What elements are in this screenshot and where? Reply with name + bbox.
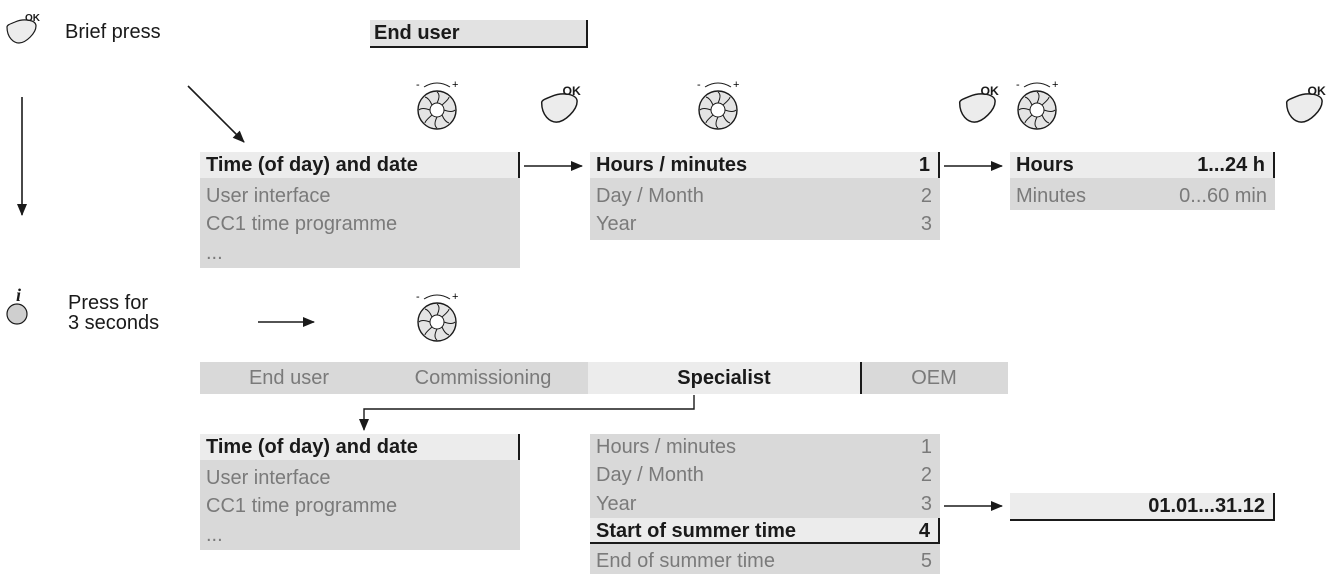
hours-range: 1...24 h: [1197, 154, 1265, 176]
svg-text:-: -: [697, 79, 701, 91]
submenu-item-number: 2: [920, 464, 932, 486]
menu-item-user-interface[interactable]: User interface: [206, 185, 331, 207]
submenu-item-end-summer-time[interactable]: End of summer time 5: [590, 548, 940, 574]
submenu-item-number: 3: [920, 493, 932, 515]
menu-item-cc1-programme[interactable]: CC1 time programme: [206, 213, 398, 235]
tab-oem[interactable]: OEM: [911, 367, 957, 389]
menu-item-more[interactable]: ...: [206, 524, 223, 546]
svg-text:+: +: [452, 291, 458, 303]
minutes-range: 0...60 min: [1179, 185, 1267, 207]
info-key-text: i: [16, 286, 21, 305]
svg-text:OK: OK: [1307, 84, 1326, 98]
submenu-item-number: 1: [920, 436, 932, 458]
submenu-item-number: 5: [920, 550, 932, 572]
submenu-item-label: Year: [596, 493, 637, 515]
submenu-item-hours-minutes[interactable]: Hours / minutes 1: [590, 152, 940, 178]
tab-specialist[interactable]: Specialist: [588, 362, 862, 394]
top-submenu: Hours / minutes 1 Day / Month 2 Year 3: [590, 152, 940, 240]
submenu-item-label: Hours / minutes: [596, 154, 748, 176]
bottom-submenu: Hours / minutes 1 Day / Month 2 Year 3 S…: [590, 434, 940, 574]
ok-button-icon: OK: [1285, 84, 1326, 123]
menu-item-more[interactable]: ...: [206, 242, 223, 264]
minutes-label: Minutes: [1016, 185, 1087, 207]
submenu-item-label: Year: [596, 213, 637, 235]
submenu-item-label: End of summer time: [596, 550, 775, 572]
diagonal-arrow: [187, 85, 245, 143]
tab-commissioning[interactable]: Commissioning: [414, 367, 552, 389]
submenu-item-number: 1: [918, 154, 930, 176]
svg-text:-: -: [416, 79, 420, 91]
hours-minutes-setting: Hours 1...24 h Minutes 0...60 min: [1010, 152, 1275, 210]
submenu-item-label: Start of summer time: [596, 520, 797, 542]
end-user-header: End user: [370, 20, 588, 48]
submenu-item-hours-minutes[interactable]: Hours / minutes 1: [590, 434, 940, 460]
submenu-item-day-month[interactable]: Day / Month 2: [590, 183, 940, 209]
setting-hours-row[interactable]: Hours 1...24 h: [1010, 152, 1275, 178]
submenu-item-number: 4: [918, 520, 930, 542]
svg-text:+: +: [733, 79, 739, 91]
submenu-item-label: Day / Month: [596, 185, 704, 207]
submenu-item-start-summer-time[interactable]: Start of summer time 4: [590, 518, 940, 544]
svg-text:+: +: [1052, 79, 1058, 91]
ok-button-icon: OK: [540, 84, 581, 123]
info-button-icon: i: [6, 286, 28, 325]
tab-end-user[interactable]: End user: [248, 367, 330, 389]
svg-text:-: -: [1016, 79, 1020, 91]
press-3s-line2: 3 seconds: [68, 312, 160, 334]
submenu-item-number: 2: [920, 185, 932, 207]
bottom-main-menu: Time (of day) and date User interface CC…: [200, 434, 520, 550]
svg-text:OK: OK: [562, 84, 581, 98]
rotary-knob-icon: - +: [697, 79, 739, 130]
access-level-bar: End user Commissioning Specialist OEM: [200, 362, 1008, 394]
submenu-item-day-month[interactable]: Day / Month 2: [590, 462, 940, 488]
menu-item-time-date[interactable]: Time (of day) and date: [200, 434, 520, 460]
top-main-menu: Time (of day) and date User interface CC…: [200, 152, 520, 268]
ok-key-text: OK: [25, 13, 40, 24]
rotary-knob-icon: - +: [1016, 79, 1058, 130]
setting-minutes-row[interactable]: Minutes 0...60 min: [1010, 183, 1275, 209]
ok-button-icon: OK: [6, 13, 40, 44]
hours-label: Hours: [1016, 154, 1074, 176]
submenu-item-label: Hours / minutes: [596, 436, 737, 458]
submenu-item-year[interactable]: Year 3: [590, 211, 940, 237]
press-3s-line1: Press for: [68, 292, 149, 314]
submenu-item-year[interactable]: Year 3: [590, 491, 940, 517]
svg-text:-: -: [416, 291, 420, 303]
menu-item-time-date[interactable]: Time (of day) and date: [200, 152, 520, 178]
svg-text:OK: OK: [980, 84, 999, 98]
rotary-knob-icon: - +: [416, 79, 458, 130]
brief-press-label: Brief press: [65, 21, 161, 43]
specialist-connector: [359, 395, 695, 431]
ok-button-icon: OK: [958, 84, 999, 123]
submenu-item-number: 3: [920, 213, 932, 235]
press-3s-label: Press for 3 seconds: [68, 293, 159, 333]
rotary-knob-icon: - +: [416, 291, 458, 342]
svg-text:+: +: [452, 79, 458, 91]
summer-time-range-setting[interactable]: 01.01...31.12: [1010, 493, 1275, 521]
menu-item-cc1-programme[interactable]: CC1 time programme: [206, 495, 398, 517]
submenu-item-label: Day / Month: [596, 464, 704, 486]
menu-item-user-interface[interactable]: User interface: [206, 467, 331, 489]
